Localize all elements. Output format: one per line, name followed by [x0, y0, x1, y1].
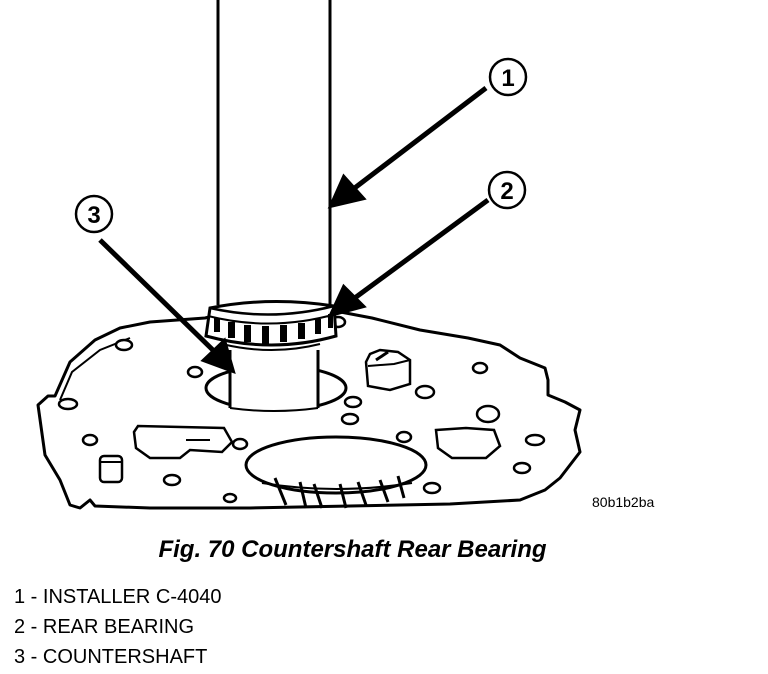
svg-text:3: 3 — [87, 202, 100, 229]
callout-arrows — [98, 86, 490, 375]
installer-tool — [216, 0, 332, 305]
dowel — [98, 454, 124, 484]
arrow-2 — [350, 197, 490, 303]
left-pad — [132, 424, 234, 460]
legend-item-3: 3 - COUNTERSHAFT — [14, 646, 208, 668]
right-pad — [434, 426, 502, 460]
callout-2: 2 — [487, 170, 527, 210]
legend-item-2: 2 - REAR BEARING — [14, 616, 195, 638]
arrow-3 — [98, 238, 220, 357]
rear-bearing — [204, 299, 338, 351]
svg-text:2: 2 — [500, 178, 513, 205]
svg-text:1: 1 — [501, 65, 514, 92]
countershaft-bearing-illustration: 1 2 3 — [36, 0, 582, 510]
image-code: 80b1b2ba — [592, 494, 655, 510]
legend: 1 - INSTALLER C-4040 2 - REAR BEARING 3 … — [14, 582, 222, 672]
mainshaft-bore — [244, 435, 428, 509]
legend-item-1: 1 - INSTALLER C-4040 — [14, 586, 222, 608]
callout-3: 3 — [74, 194, 114, 234]
plug — [364, 348, 412, 392]
arrow-1 — [350, 86, 488, 192]
countershaft — [228, 350, 320, 412]
callout-1: 1 — [488, 57, 528, 97]
figure-caption: Fig. 70 Countershaft Rear Bearing — [158, 536, 547, 563]
mounting-holes — [57, 315, 546, 504]
